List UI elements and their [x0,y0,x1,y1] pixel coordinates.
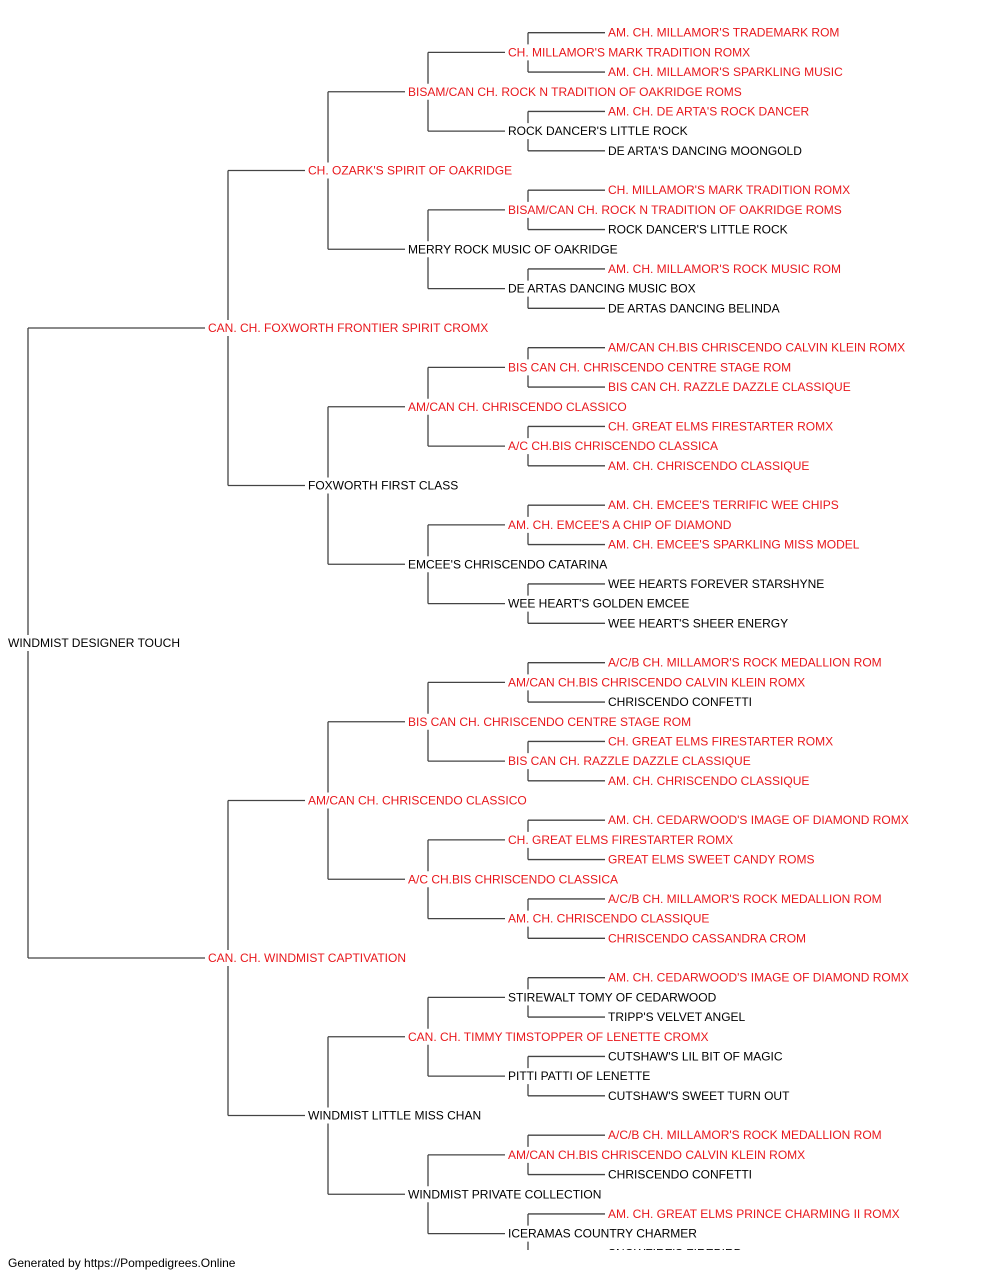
dog-name-gen2: FOXWORTH FIRST CLASS [308,479,458,493]
dog-name-gen5: ROCK DANCER'S LITTLE ROCK [608,223,788,237]
dog-name-gen5: TRIPP'S VELVET ANGEL [608,1010,746,1024]
dog-name-gen4: STIREWALT TOMY OF CEDARWOOD [508,990,717,1004]
dog-name-gen4: AM. CH. EMCEE'S A CHIP OF DIAMOND [508,518,732,532]
dog-name-gen5: AM/CAN CH.BIS CHRISCENDO CALVIN KLEIN RO… [608,341,905,355]
dog-name-gen5: CHRISCENDO CONFETTI [608,1168,752,1182]
dog-name-gen5: GREAT ELMS SWEET CANDY ROMS [608,853,814,867]
dog-name-gen4: ROCK DANCER'S LITTLE ROCK [508,124,688,138]
dog-name-gen3: CAN. CH. TIMMY TIMSTOPPER OF LENETTE CRO… [408,1030,708,1044]
dog-name-gen5: A/C/B CH. MILLAMOR'S ROCK MEDALLION ROM [608,1128,882,1142]
dog-name-gen5: BIS CAN CH. RAZZLE DAZZLE CLASSIQUE [608,380,851,394]
dog-name-gen5: CHRISCENDO CASSANDRA CROM [608,931,806,945]
dog-name-gen5: A/C/B CH. MILLAMOR'S ROCK MEDALLION ROM [608,892,882,906]
dog-name-gen3: EMCEE'S CHRISCENDO CATARINA [408,557,607,571]
footer-credit: Generated by https://Pompedigrees.Online [8,1256,236,1270]
dog-name-gen5: WEE HEARTS FOREVER STARSHYNE [608,577,824,591]
dog-name-gen5: CH. GREAT ELMS FIRESTARTER ROMX [608,419,833,433]
dog-name-gen1: CAN. CH. FOXWORTH FRONTIER SPIRIT CROMX [208,321,488,335]
dog-name-gen5: AM. CH. DE ARTA'S ROCK DANCER [608,104,810,118]
dog-name-gen4: BISAM/CAN CH. ROCK N TRADITION OF OAKRID… [508,203,842,217]
dog-name-gen4: AM/CAN CH.BIS CHRISCENDO CALVIN KLEIN RO… [508,675,805,689]
dog-name-gen2: CH. OZARK'S SPIRIT OF OAKRIDGE [308,164,512,178]
dog-name-gen2: AM/CAN CH. CHRISCENDO CLASSICO [308,794,527,808]
dog-name-gen3: BISAM/CAN CH. ROCK N TRADITION OF OAKRID… [408,85,742,99]
dog-name-gen4: ICERAMAS COUNTRY CHARMER [508,1227,697,1241]
dog-name-gen5: AM. CH. EMCEE'S TERRIFIC WEE CHIPS [608,498,839,512]
dog-name-gen4: BIS CAN CH. CHRISCENDO CENTRE STAGE ROM [508,360,791,374]
dog-name-gen5: WEE HEART'S SHEER ENERGY [608,616,788,630]
dog-name-gen5: CH. MILLAMOR'S MARK TRADITION ROMX [608,183,850,197]
dog-name-gen5: DE ARTAS DANCING BELINDA [608,301,780,315]
dog-name-gen4: AM/CAN CH.BIS CHRISCENDO CALVIN KLEIN RO… [508,1148,805,1162]
dog-name-gen5: CH. GREAT ELMS FIRESTARTER ROMX [608,734,833,748]
dog-name-gen5: AM. CH. CEDARWOOD'S IMAGE OF DIAMOND ROM… [608,971,909,985]
dog-name-gen5: AM. CH. MILLAMOR'S SPARKLING MUSIC [608,65,843,79]
dog-name-gen3: MERRY ROCK MUSIC OF OAKRIDGE [408,242,618,256]
dog-name-gen4: DE ARTAS DANCING MUSIC BOX [508,282,696,296]
dog-name-gen3: BIS CAN CH. CHRISCENDO CENTRE STAGE ROM [408,715,691,729]
pedigree-tree: WINDMIST DESIGNER TOUCH CAN. CH. FOXWORTH… [8,26,909,1250]
dog-name-gen4: BIS CAN CH. RAZZLE DAZZLE CLASSIQUE [508,754,751,768]
dog-name-gen5: AM. CH. MILLAMOR'S TRADEMARK ROM [608,26,839,40]
dog-name-gen4: CH. GREAT ELMS FIRESTARTER ROMX [508,833,733,847]
dog-name-gen3: WINDMIST PRIVATE COLLECTION [408,1187,601,1201]
dog-name-gen5: CUTSHAW'S LIL BIT OF MAGIC [608,1049,783,1063]
dog-name-gen5: A/C/B CH. MILLAMOR'S ROCK MEDALLION ROM [608,656,882,670]
dog-name-gen4: WEE HEART'S GOLDEN EMCEE [508,597,689,611]
dog-name-gen5: AM. CH. MILLAMOR'S ROCK MUSIC ROM [608,262,841,276]
dog-name-gen3: A/C CH.BIS CHRISCENDO CLASSICA [408,872,618,886]
dog-name-gen5: DE ARTA'S DANCING MOONGOLD [608,144,802,158]
dog-name-gen5: CUTSHAW'S SWEET TURN OUT [608,1089,790,1103]
dog-name-gen5: AM. CH. CEDARWOOD'S IMAGE OF DIAMOND ROM… [608,813,909,827]
dog-name-gen4: CH. MILLAMOR'S MARK TRADITION ROMX [508,45,750,59]
dog-name-gen4: AM. CH. CHRISCENDO CLASSIQUE [508,912,709,926]
dog-name-gen5: CHRISCENDO CONFETTI [608,695,752,709]
dog-name-gen0: WINDMIST DESIGNER TOUCH [8,636,180,650]
dog-name-gen5: AM. CH. CHRISCENDO CLASSIQUE [608,459,809,473]
dog-name-gen5: AM. CH. GREAT ELMS PRINCE CHARMING II RO… [608,1207,900,1221]
dog-name-gen4: A/C CH.BIS CHRISCENDO CLASSICA [508,439,718,453]
dog-name-gen5: AM. CH. CHRISCENDO CLASSIQUE [608,774,809,788]
dog-name-gen3: AM/CAN CH. CHRISCENDO CLASSICO [408,400,627,414]
dog-name-gen5: AM. CH. EMCEE'S SPARKLING MISS MODEL [608,538,860,552]
dog-name-gen1: CAN. CH. WINDMIST CAPTIVATION [208,951,406,965]
dog-name-gen2: WINDMIST LITTLE MISS CHAN [308,1109,481,1123]
dog-name-gen5: SNOWFIRE'S FIREBIRD [608,1246,743,1250]
dog-name-gen4: PITTI PATTI OF LENETTE [508,1069,650,1083]
